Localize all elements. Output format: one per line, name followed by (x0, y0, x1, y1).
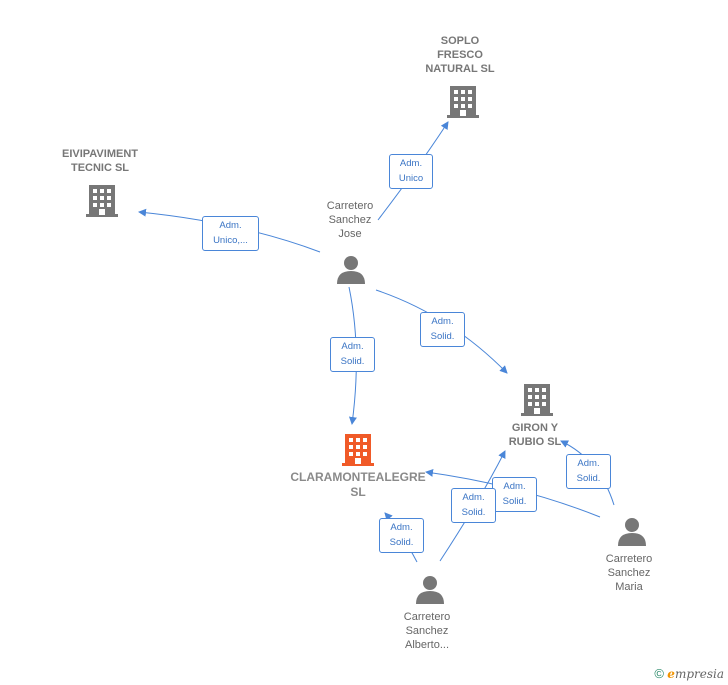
focus-building-icon[interactable] (342, 432, 374, 466)
person-label-maria[interactable]: Carretero Sanchez Maria (605, 553, 653, 593)
building-icon[interactable] (521, 382, 553, 416)
brand-logo: empresia (667, 667, 724, 681)
company-label-soplo[interactable]: SOPLO FRESCO NATURAL SL (425, 35, 495, 75)
edge-label-jose-giron[interactable]: Adm. Solid. (420, 312, 465, 347)
edge-label-alberto-giron[interactable]: Adm. Solid. (451, 488, 496, 523)
edge-label-maria-clara[interactable]: Adm. Solid. (492, 477, 537, 512)
edge-label-maria-giron[interactable]: Adm. Solid. (566, 454, 611, 489)
person-label-jose[interactable]: Carretero Sanchez Jose (326, 200, 374, 240)
edge-label-jose-soplo[interactable]: Adm. Unico (389, 154, 433, 189)
person-icon[interactable] (617, 516, 647, 546)
person-label-alberto[interactable]: Carretero Sanchez Alberto... (403, 611, 451, 651)
person-icon[interactable] (415, 574, 445, 604)
person-icon[interactable] (336, 254, 366, 284)
footer-brand: © empresia (654, 666, 724, 681)
company-label-giron[interactable]: GIRON Y RUBIO SL (508, 422, 562, 448)
building-icon[interactable] (447, 84, 479, 118)
company-label-claramontealegre[interactable]: CLARAMONTEALEGRE SL (290, 470, 426, 499)
edge-label-jose-clara[interactable]: Adm. Solid. (330, 337, 375, 372)
edge-label-alberto-clara[interactable]: Adm. Solid. (379, 518, 424, 553)
edge-label-jose-eivi[interactable]: Adm. Unico,... (202, 216, 259, 251)
building-icon[interactable] (86, 183, 118, 217)
copyright-icon: © (654, 666, 664, 681)
company-label-eivipaviment[interactable]: EIVIPAVIMENT TECNIC SL (62, 148, 138, 174)
